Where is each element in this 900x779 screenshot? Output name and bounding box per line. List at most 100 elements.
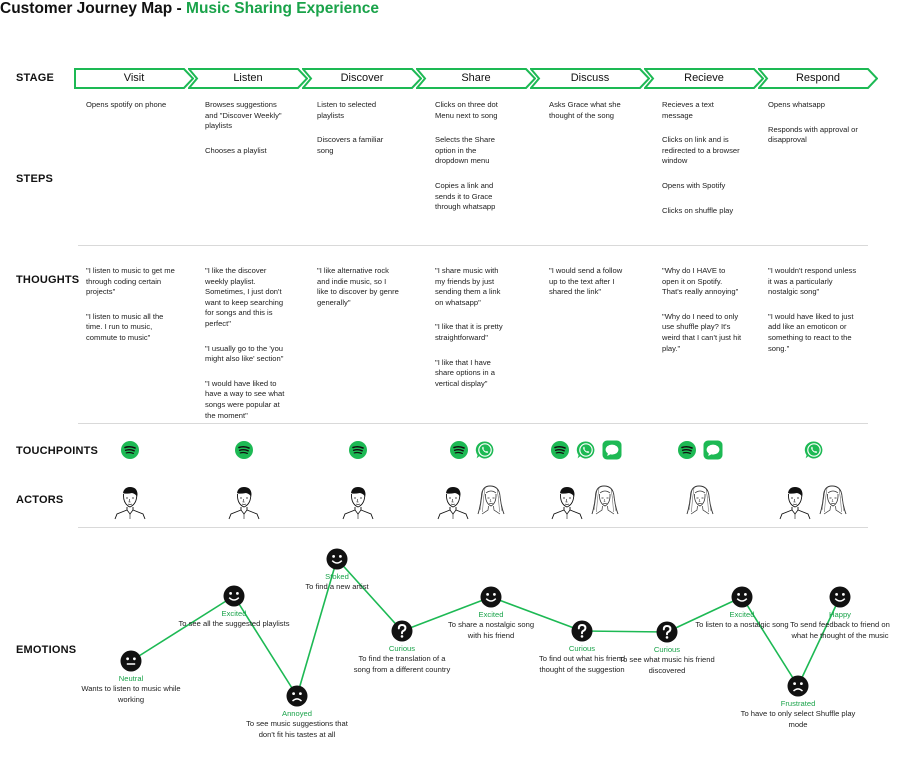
touchpoint-group bbox=[348, 440, 368, 460]
steps-text: Responds with approval or disapproval bbox=[768, 124, 858, 145]
actor-group bbox=[778, 484, 850, 520]
emotion-link bbox=[336, 558, 403, 632]
chevron-shape bbox=[74, 68, 194, 89]
actor-group bbox=[341, 484, 375, 520]
stage-label: Listen bbox=[233, 72, 263, 84]
separator bbox=[78, 245, 868, 246]
touchpoint-group bbox=[677, 440, 723, 460]
thoughts-cell: "I would send a follow up to the text af… bbox=[549, 266, 629, 312]
messages-icon bbox=[602, 440, 622, 460]
thoughts-text: "I like that I have share options in a v… bbox=[435, 357, 495, 388]
happy-face-icon bbox=[223, 585, 245, 612]
messages-icon bbox=[703, 440, 723, 460]
stage-label: Discuss bbox=[570, 72, 610, 84]
touchpoint-group bbox=[449, 440, 495, 460]
emotion-link bbox=[296, 558, 338, 697]
emotion-link bbox=[233, 595, 298, 697]
neutral-face-icon bbox=[120, 650, 142, 677]
happy-face-icon bbox=[829, 586, 851, 613]
emotion-label: Curious bbox=[653, 645, 681, 654]
emotion-label: Excited bbox=[221, 609, 247, 618]
thoughts-text: "Why do I need to only use shuffle play?… bbox=[662, 311, 742, 353]
question-face-icon bbox=[571, 620, 593, 647]
emotion-label: Happy bbox=[829, 610, 851, 619]
steps-text: Asks Grace what she thought of the song bbox=[549, 100, 621, 120]
emotion-label: Annoyed bbox=[282, 709, 312, 718]
thoughts-text: "I would have liked to have a way to see… bbox=[205, 378, 285, 420]
thoughts-text: "I would have liked to just add like an … bbox=[768, 311, 854, 353]
spotify-icon bbox=[550, 440, 570, 460]
emotion-text: To see all the suggested playlists bbox=[178, 619, 290, 629]
row-label-touchpoints: TOUCHPOINTS bbox=[16, 445, 99, 457]
thoughts-text: "I listen to music to get me through cod… bbox=[86, 266, 175, 297]
actor-group bbox=[436, 484, 508, 520]
stage-label: Discover bbox=[340, 72, 384, 84]
thoughts-text: "Why do I HAVE to open it on Spotify. Th… bbox=[662, 266, 739, 297]
man-face-icon bbox=[778, 484, 812, 520]
steps-text: Recieves a text message bbox=[662, 100, 714, 120]
touchpoint-group bbox=[550, 440, 622, 460]
row-label-thoughts: THOUGHTS bbox=[16, 274, 80, 286]
man-face-icon bbox=[341, 484, 375, 520]
actor-group bbox=[113, 484, 147, 520]
separator bbox=[78, 423, 868, 424]
emotion-link bbox=[797, 596, 841, 687]
emotion-link bbox=[490, 596, 583, 632]
row-label-steps: STEPS bbox=[16, 173, 54, 185]
actor-group bbox=[683, 484, 717, 520]
stage-share: Share bbox=[416, 68, 536, 89]
touchpoint-group bbox=[120, 440, 140, 460]
steps-text: Opens with Spotify bbox=[662, 180, 726, 190]
row-label-actors: ACTORS bbox=[16, 494, 64, 506]
spotify-icon bbox=[120, 440, 140, 460]
question-face-icon bbox=[656, 621, 678, 648]
emotion-text: To send feedback to friend on what he th… bbox=[790, 620, 890, 640]
steps-text: Browses suggestions and "Discover Weekly… bbox=[205, 100, 282, 131]
stage-label: Share bbox=[461, 72, 491, 84]
emotion-link bbox=[581, 630, 668, 633]
happy-face-icon bbox=[731, 586, 753, 613]
happy-face-icon bbox=[480, 586, 502, 613]
separator bbox=[78, 527, 868, 528]
actor-group bbox=[550, 484, 622, 520]
steps-text: Discovers a familiar song bbox=[317, 135, 384, 155]
steps-text: Opens whatsapp bbox=[768, 100, 825, 109]
man-face-icon bbox=[113, 484, 147, 520]
spotify-icon bbox=[234, 440, 254, 460]
woman-face-icon bbox=[474, 484, 508, 520]
woman-face-icon bbox=[588, 484, 622, 520]
steps-text: Chooses a playlist bbox=[205, 145, 267, 155]
woman-face-icon bbox=[683, 484, 717, 520]
emotion-label: Frustrated bbox=[780, 699, 816, 708]
title-main: Customer Journey Map - bbox=[0, 0, 182, 17]
row-label-stage: STAGE bbox=[16, 72, 55, 84]
chevron-shape bbox=[188, 68, 308, 89]
chevron-shape bbox=[416, 68, 536, 89]
thoughts-cell: "I like the discover weekly playlist. So… bbox=[205, 266, 287, 435]
emotion-label: Curious bbox=[388, 644, 416, 653]
page-title: Customer Journey Map - Music Sharing Exp… bbox=[0, 0, 900, 18]
stage-label: Recieve bbox=[684, 72, 724, 84]
thoughts-text: "I usually go to the 'you might also lik… bbox=[205, 343, 284, 364]
man-face-icon bbox=[227, 484, 261, 520]
thoughts-cell: "I like alternative rock and indie music… bbox=[317, 266, 399, 322]
emotion-text: To share a nostalgic song with his frien… bbox=[447, 620, 535, 640]
steps-text: Clicks on three dot Menu next to song bbox=[435, 100, 498, 120]
emotion-link bbox=[130, 595, 235, 662]
chevron-shape bbox=[644, 68, 764, 89]
chevron-shape bbox=[302, 68, 422, 89]
spotify-icon bbox=[449, 440, 469, 460]
steps-text: Opens spotify on phone bbox=[86, 100, 167, 109]
thoughts-text: "I like that it is pretty straightforwar… bbox=[435, 322, 503, 342]
